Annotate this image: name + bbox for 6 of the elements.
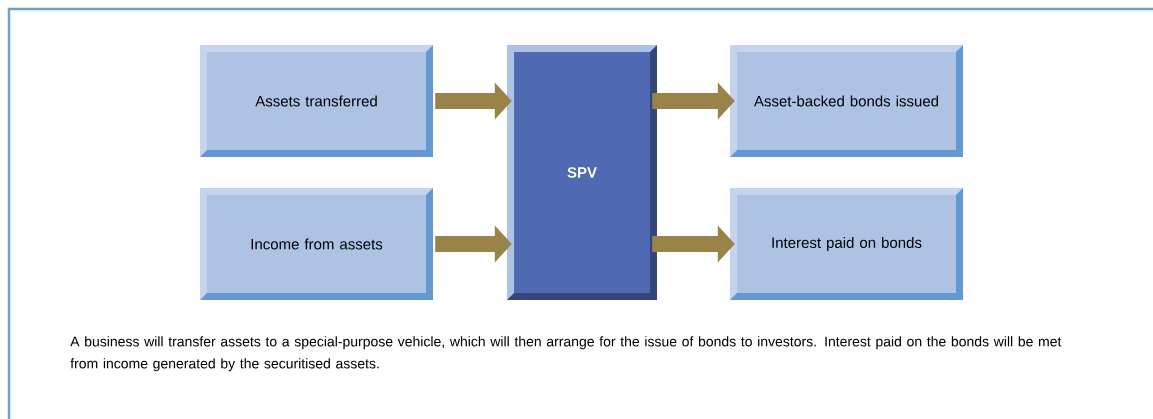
caption: A business will transfer assets to a special-purpose vehicle, which will then arrange for the issue of bonds to investors. Interest paid on the bonds will be met from income generated by the securitised assets. — [70, 336, 1062, 372]
process-box: Interest paid on bonds — [730, 188, 963, 300]
process-box: Assets transferred — [200, 45, 433, 157]
vehicle-box: SPV — [507, 45, 657, 300]
process-box: Income from assets — [200, 188, 433, 300]
process-box: Asset-backed bonds issued — [730, 45, 963, 157]
